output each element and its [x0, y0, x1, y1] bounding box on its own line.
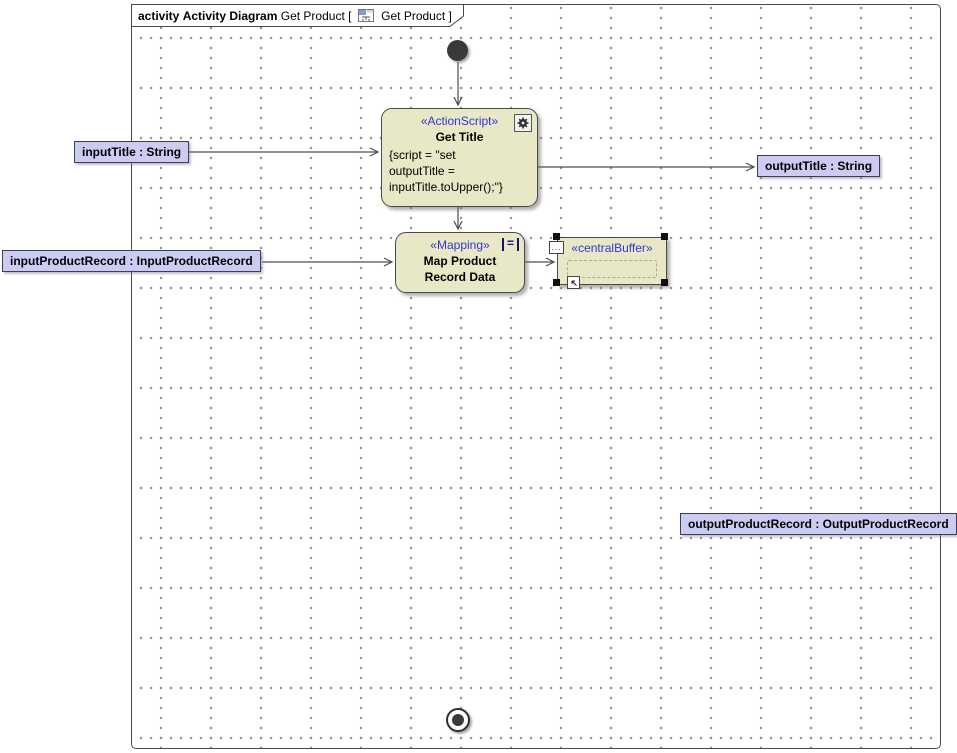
mapping-icon: =	[502, 237, 519, 251]
selection-handle-top-right[interactable]	[661, 233, 668, 240]
pin-label-output-title[interactable]: outputTitle : String	[757, 155, 881, 177]
frame-keyword: activity	[138, 8, 180, 23]
pin-label-input-title[interactable]: inputTitle : String	[74, 141, 190, 163]
action-get-title[interactable]: «ActionScript» Get Title {script = "set …	[381, 108, 538, 207]
pin-label-input-product-record[interactable]: inputProductRecord : InputProductRecord	[2, 250, 261, 272]
script-line: inputTitle.toUpper();"}	[389, 180, 503, 194]
selection-handle-bottom-right[interactable]	[661, 279, 668, 286]
frame-diagram-name-tail: Get Product ]	[381, 8, 452, 23]
central-buffer-stereotype: «centralBuffer»	[571, 241, 653, 255]
frame-diagram-kind: Activity Diagram	[182, 8, 278, 23]
frame-header-shape	[131, 4, 464, 27]
activity-final-node[interactable]	[446, 708, 470, 732]
buffer-drag-arrow-button[interactable]	[567, 276, 580, 289]
buffer-menu-button[interactable]: ...	[549, 241, 564, 254]
action-map-stereotype: «Mapping»	[430, 238, 490, 252]
selection-handle-bottom-left[interactable]	[553, 279, 560, 286]
selection-handle-top-left[interactable]	[553, 233, 560, 240]
frame-diagram-name: Get Product [	[280, 8, 352, 23]
script-line: outputTitle =	[389, 164, 455, 178]
activity-final-inner-dot	[452, 714, 464, 726]
script-gear-icon	[514, 114, 532, 132]
central-buffer-compartment	[567, 260, 657, 278]
frame-header[interactable]: activity Activity Diagram Get Product [ …	[131, 4, 465, 28]
activity-diagram-icon	[357, 8, 375, 23]
action-map-product[interactable]: «Mapping» = Map Product Record Data	[395, 232, 525, 293]
action-map-name-line2: Record Data	[424, 270, 496, 284]
pin-label-output-product-record[interactable]: outputProductRecord : OutputProductRecor…	[680, 513, 957, 535]
action-get-title-name: Get Title	[435, 130, 484, 144]
initial-node[interactable]	[447, 40, 468, 61]
action-map-name-line1: Map Product	[423, 254, 497, 268]
frame-header-text: activity Activity Diagram Get Product [ …	[138, 4, 452, 26]
script-line: {script = "set	[389, 148, 456, 162]
action-get-title-stereotype: «ActionScript»	[420, 114, 499, 128]
